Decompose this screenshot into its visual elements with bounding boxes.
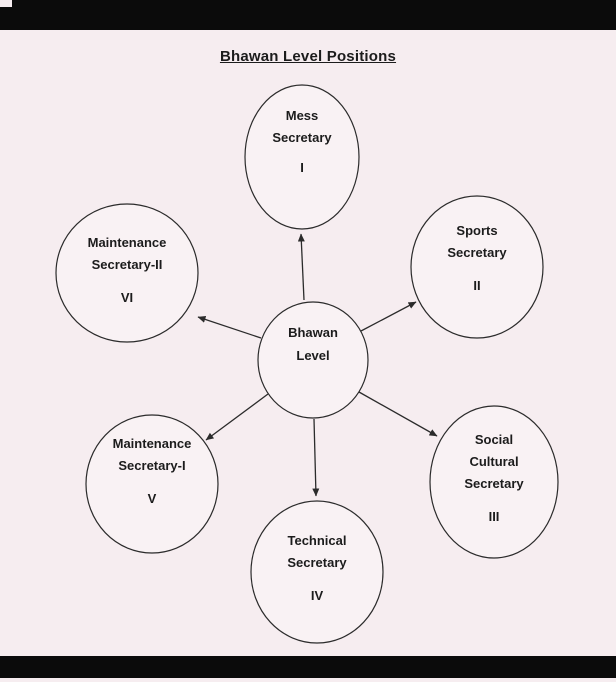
connector-group (197, 233, 438, 497)
connector-to-sports-secretary (360, 301, 417, 332)
node-mess-secretary-line2: Secretary (272, 130, 332, 145)
node-bhawan-level: Bhawan Level (257, 301, 369, 419)
node-technical-secretary-line2: Secretary (287, 555, 347, 570)
node-social-cultural-secretary-numeral: III (489, 509, 500, 524)
node-bhawan-level-line2: Level (296, 348, 329, 363)
node-mess-secretary-shape (244, 84, 360, 230)
node-social-cultural-secretary-line1: Social (475, 432, 513, 447)
node-sports-secretary-numeral: II (473, 278, 480, 293)
node-maintenance-secretary-1-line1: Maintenance (113, 436, 192, 451)
node-mess-secretary: Mess Secretary I (244, 84, 360, 230)
node-maintenance-secretary-2: Maintenance Secretary-II VI (55, 203, 199, 343)
node-social-cultural-secretary-shape (429, 405, 559, 559)
node-mess-secretary-numeral: I (300, 160, 304, 175)
node-maintenance-secretary-1-shape (85, 414, 219, 554)
node-technical-secretary-line1: Technical (287, 533, 346, 548)
connector-to-maintenance-secretary-1 (205, 393, 269, 441)
node-maintenance-secretary-2-numeral: VI (121, 290, 133, 305)
node-maintenance-secretary-1: Maintenance Secretary-I V (85, 414, 219, 554)
node-bhawan-level-line1: Bhawan (288, 325, 338, 340)
node-sports-secretary-line2: Secretary (447, 245, 507, 260)
connector-to-social-cultural-secretary (358, 391, 438, 437)
node-technical-secretary-shape (250, 500, 384, 644)
node-technical-secretary-numeral: IV (311, 588, 324, 603)
node-bhawan-level-shape (257, 301, 369, 419)
node-technical-secretary: Technical Secretary IV (250, 500, 384, 644)
node-sports-secretary-shape (410, 195, 544, 339)
scan-artifact-bottom-bar (0, 656, 616, 678)
node-maintenance-secretary-2-line1: Maintenance (88, 235, 167, 250)
connector-to-maintenance-secretary-2 (197, 316, 262, 339)
scan-artifact-corner-notch (0, 0, 12, 7)
node-maintenance-secretary-2-shape (55, 203, 199, 343)
node-sports-secretary: Sports Secretary II (410, 195, 544, 339)
node-maintenance-secretary-1-line2: Secretary-I (118, 458, 185, 473)
node-social-cultural-secretary-line2: Cultural (469, 454, 518, 469)
node-maintenance-secretary-2-line2: Secretary-II (92, 257, 163, 272)
diagram-title: Bhawan Level Positions (219, 48, 397, 65)
connector-to-technical-secretary (312, 418, 320, 497)
node-social-cultural-secretary: Social Cultural Secretary III (429, 405, 559, 559)
node-maintenance-secretary-1-numeral: V (148, 491, 157, 506)
connector-to-mess-secretary (297, 233, 305, 301)
node-mess-secretary-line1: Mess (286, 108, 319, 123)
scan-artifact-top-bar (0, 0, 616, 30)
node-social-cultural-secretary-line3: Secretary (464, 476, 524, 491)
node-sports-secretary-line1: Sports (456, 223, 497, 238)
